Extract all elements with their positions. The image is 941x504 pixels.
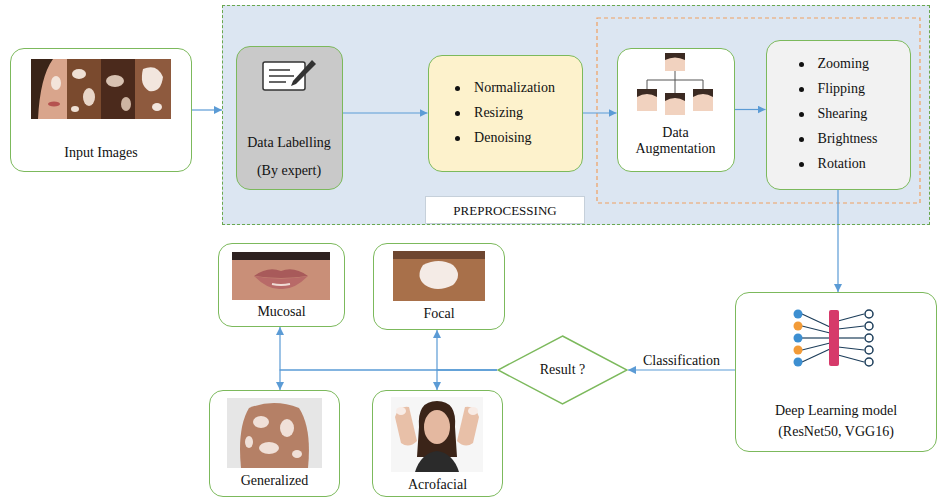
flow-arrow bbox=[192, 109, 222, 110]
bullet-dot bbox=[799, 62, 804, 67]
list-item: Resizing bbox=[474, 105, 523, 122]
bullet-dot bbox=[455, 136, 460, 141]
list-row: Resizing bbox=[455, 101, 523, 126]
node-label: Result ? bbox=[540, 362, 586, 379]
augmentation-bracket bbox=[597, 18, 920, 203]
preprocessing-region: PREPROCESSING Data Labelling (By expert) N… bbox=[222, 5, 930, 225]
bullet-dot bbox=[799, 162, 804, 167]
preprocess-steps-box: NormalizationResizingDenoising bbox=[428, 55, 583, 172]
neural-network-icon bbox=[790, 307, 880, 369]
edge-label-holder: Classification bbox=[641, 351, 722, 370]
flow-arrow bbox=[343, 112, 428, 113]
bullet-dot bbox=[455, 111, 460, 116]
decision-diamond: Result ? bbox=[497, 335, 628, 405]
list-row: Brightness bbox=[799, 127, 878, 152]
node-label: Data Augmentation bbox=[628, 125, 724, 159]
list-row: Zooming bbox=[799, 52, 869, 77]
bullet-dot bbox=[799, 87, 804, 92]
list-row: Rotation bbox=[799, 152, 866, 177]
node-label: Data Labelling bbox=[247, 135, 331, 152]
labelling-box: Data Labelling (By expert) bbox=[236, 46, 343, 190]
bullet-dot bbox=[455, 86, 460, 91]
list-item: Zooming bbox=[818, 56, 869, 73]
acrofacial-photo bbox=[391, 397, 483, 472]
generalized-photo bbox=[227, 398, 322, 468]
list-row: Normalization bbox=[455, 76, 555, 101]
node-label: Acrofacial bbox=[408, 477, 467, 494]
labelling-icon bbox=[260, 57, 318, 94]
diamond-shape bbox=[498, 336, 627, 404]
flow-arrow bbox=[280, 327, 497, 370]
flow-arrow bbox=[583, 112, 617, 113]
flow-arrow bbox=[280, 370, 497, 390]
class-box: Generalized bbox=[209, 390, 340, 497]
list-row: Denoising bbox=[455, 126, 532, 151]
augmentation-ops-box: ZoomingFlippingShearingBrightnessRotatio… bbox=[766, 40, 911, 190]
focal-photo bbox=[393, 251, 485, 301]
list-row: Shearing bbox=[799, 102, 868, 127]
skin-photos bbox=[31, 59, 171, 119]
list-item: Shearing bbox=[818, 106, 868, 123]
model-box: Deep Learning model (ResNet50, VGG16) bbox=[735, 292, 937, 452]
class-box: Mucosal bbox=[218, 243, 345, 327]
bullet-dot bbox=[799, 137, 804, 142]
list-item: Denoising bbox=[474, 130, 532, 147]
flow-arrow bbox=[735, 109, 766, 110]
flow-arrow bbox=[837, 190, 838, 293]
list-row: Flipping bbox=[799, 77, 865, 102]
node-label: Generalized bbox=[241, 473, 309, 490]
flow-arrow bbox=[437, 330, 497, 370]
list-item: Brightness bbox=[818, 131, 878, 148]
list-item: Normalization bbox=[474, 80, 555, 97]
bullet-dot bbox=[799, 112, 804, 117]
edge-label: Classification bbox=[641, 353, 722, 368]
class-box: Acrofacial bbox=[372, 390, 503, 497]
bullet-list: NormalizationResizingDenoising bbox=[455, 76, 555, 151]
flow-arrow bbox=[628, 369, 735, 370]
augmentation-icon bbox=[637, 53, 713, 115]
node-label: Deep Learning model bbox=[775, 403, 897, 420]
flow-arrow bbox=[437, 370, 497, 390]
list-item: Rotation bbox=[818, 156, 866, 173]
node-label: Input Images bbox=[64, 145, 137, 162]
class-box: Focal bbox=[373, 243, 505, 330]
preprocessing-fill bbox=[222, 5, 930, 225]
list-item: Flipping bbox=[818, 81, 865, 98]
node-label: (By expert) bbox=[257, 163, 321, 180]
augmentation-box: Data Augmentation bbox=[617, 48, 735, 172]
mucosal-photo bbox=[232, 252, 330, 300]
node-label: Mucosal bbox=[257, 304, 305, 321]
input-box: Input Images bbox=[10, 48, 192, 172]
bullet-list: ZoomingFlippingShearingBrightnessRotatio… bbox=[799, 52, 878, 177]
region-label: PREPROCESSING bbox=[425, 196, 585, 224]
node-label: Focal bbox=[423, 306, 454, 323]
node-label: (ResNet50, VGG16) bbox=[778, 424, 894, 441]
